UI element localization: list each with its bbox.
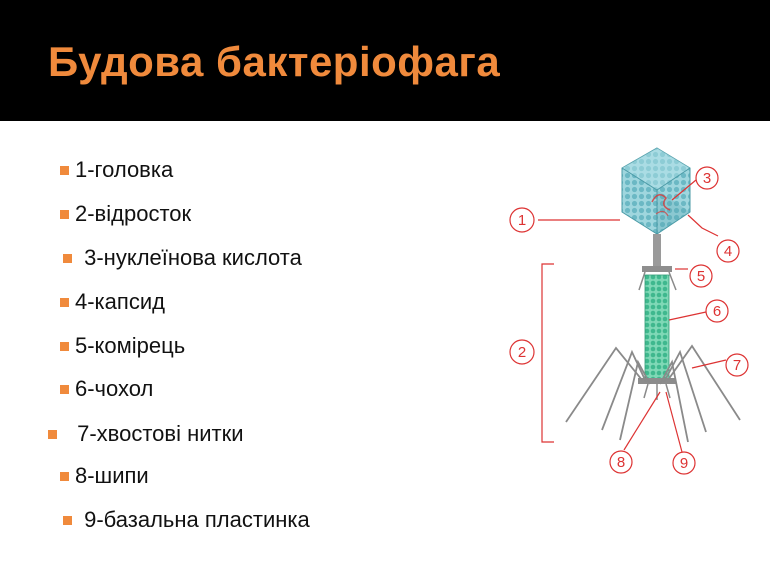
legend-text: 4-капсид xyxy=(75,289,165,314)
bullet-icon xyxy=(60,165,69,175)
legend-item-3: 3-нуклеїнова кислота xyxy=(63,245,302,271)
svg-text:7: 7 xyxy=(733,357,741,374)
legend-text: 8-шипи xyxy=(75,463,149,488)
slide-title: Будова бактеріофага xyxy=(48,38,501,85)
slide-header: Будова бактеріофага xyxy=(0,0,770,121)
callout-7: 7 xyxy=(725,353,749,377)
legend-text: 3-нуклеїнова кислота xyxy=(78,245,302,270)
bullet-icon xyxy=(48,429,57,439)
collar xyxy=(638,234,677,291)
legend-text: 6-чохол xyxy=(75,376,154,401)
callout-8: 8 xyxy=(609,450,633,474)
bacteriophage-diagram: 1 2 3 4 5 6 7 8 9 xyxy=(509,147,749,475)
tail-bracket xyxy=(541,263,554,443)
leader-lines xyxy=(538,179,727,453)
base-plate xyxy=(638,378,676,384)
callout-6: 6 xyxy=(705,299,729,323)
legend-item-7: 7-хвостові нитки xyxy=(48,421,244,447)
callout-2: 2 xyxy=(509,339,535,365)
svg-text:4: 4 xyxy=(724,243,732,260)
tail-fibers xyxy=(565,344,741,443)
legend-item-9: 9-базальна пластинка xyxy=(63,507,310,533)
svg-text:6: 6 xyxy=(713,303,721,320)
callout-3: 3 xyxy=(695,166,719,190)
bullet-icon xyxy=(60,209,69,219)
svg-text:3: 3 xyxy=(703,170,711,187)
legend-text: 5-комірець xyxy=(75,333,186,358)
bullet-icon xyxy=(60,297,69,307)
legend-text: 2-відросток xyxy=(75,201,192,226)
capsid-head xyxy=(621,147,691,235)
legend-text: 9-базальна пластинка xyxy=(78,507,310,532)
legend-item-8: 8-шипи xyxy=(60,463,149,489)
bullet-icon xyxy=(63,253,72,263)
svg-text:8: 8 xyxy=(617,454,625,471)
tail-sheath xyxy=(644,274,670,381)
svg-text:2: 2 xyxy=(518,344,526,361)
callout-9: 9 xyxy=(672,451,696,475)
bullet-icon xyxy=(60,471,69,481)
legend-item-4: 4-капсид xyxy=(60,289,165,315)
callout-5: 5 xyxy=(689,264,713,288)
legend-text: 1-головка xyxy=(75,157,174,182)
svg-text:9: 9 xyxy=(680,455,688,472)
legend-item-2: 2-відросток xyxy=(60,201,191,227)
callout-4: 4 xyxy=(716,239,740,263)
legend-text: 7-хвостові нитки xyxy=(71,421,244,446)
callout-1: 1 xyxy=(509,207,535,233)
legend-item-5: 5-комірець xyxy=(60,333,185,359)
svg-text:1: 1 xyxy=(518,212,526,229)
legend-item-6: 6-чохол xyxy=(60,376,153,402)
svg-text:5: 5 xyxy=(697,268,705,285)
bullet-icon xyxy=(63,515,72,525)
legend-item-1: 1-головка xyxy=(60,157,173,183)
bullet-icon xyxy=(60,341,69,351)
bullet-icon xyxy=(60,384,69,394)
